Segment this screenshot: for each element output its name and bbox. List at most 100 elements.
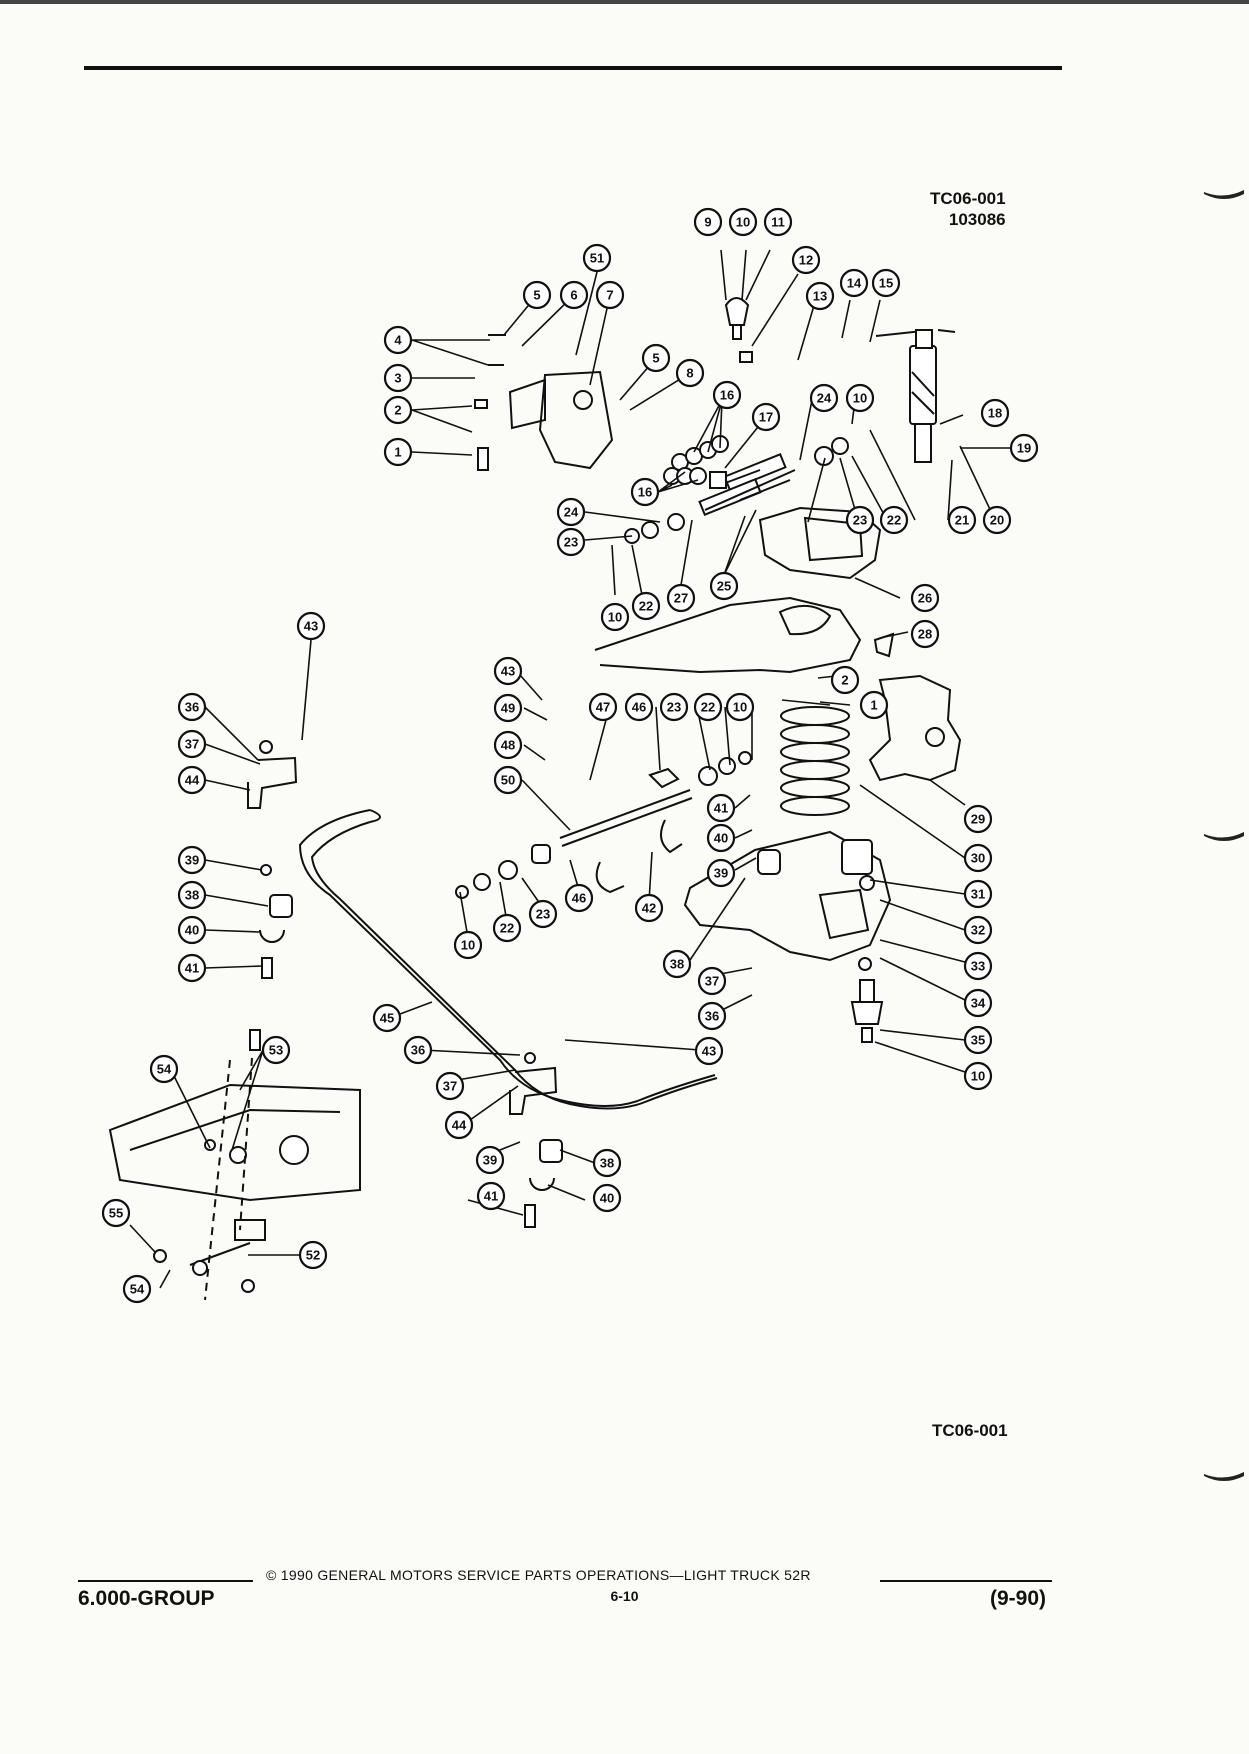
callout-18: 18: [980, 398, 1010, 428]
callout-23b: 23: [845, 505, 875, 535]
svg-text:43: 43: [702, 1044, 716, 1059]
svg-text:35: 35: [971, 1033, 985, 1048]
callout-43c: 43: [694, 1036, 724, 1066]
callout-6: 6: [559, 280, 589, 310]
svg-text:41: 41: [484, 1189, 498, 1204]
svg-text:27: 27: [674, 591, 688, 606]
svg-text:21: 21: [955, 513, 969, 528]
stabilizer-bracket-right: [509, 1052, 563, 1228]
svg-text:55: 55: [109, 1206, 123, 1221]
svg-text:13: 13: [813, 289, 827, 304]
callout-22c: 22: [693, 692, 723, 722]
svg-text:7: 7: [606, 288, 613, 303]
svg-text:16: 16: [638, 485, 652, 500]
callout-20: 20: [982, 505, 1012, 535]
figure-id: TC06-001 103086: [930, 188, 1006, 230]
callout-16: 16: [712, 380, 742, 410]
callout-10e: 10: [453, 930, 483, 960]
svg-text:20: 20: [990, 513, 1004, 528]
svg-text:49: 49: [501, 701, 515, 716]
svg-text:10: 10: [853, 391, 867, 406]
svg-text:45: 45: [380, 1011, 394, 1026]
svg-text:12: 12: [799, 253, 813, 268]
callout-14: 14: [839, 268, 869, 298]
svg-text:51: 51: [590, 251, 604, 266]
callout-53: 53: [261, 1035, 291, 1065]
callout-19: 19: [1009, 433, 1039, 463]
svg-text:54: 54: [157, 1062, 172, 1077]
callout-39: 39: [177, 845, 207, 875]
svg-text:1: 1: [870, 698, 877, 713]
callout-41c: 41: [476, 1181, 506, 1211]
callout-52: 52: [298, 1240, 328, 1270]
callout-22: 22: [879, 505, 909, 535]
callout-34: 34: [963, 988, 993, 1018]
coil-spring: [780, 706, 850, 816]
callout-27: 27: [666, 583, 696, 613]
svg-text:32: 32: [971, 923, 985, 938]
svg-text:8: 8: [686, 366, 693, 381]
footer-page-number: 6-10: [610, 1588, 639, 1604]
callout-1b: 1: [859, 690, 889, 720]
svg-text:10: 10: [608, 610, 622, 625]
svg-text:28: 28: [918, 627, 932, 642]
svg-text:36: 36: [705, 1009, 719, 1024]
callout-40c: 40: [592, 1183, 622, 1213]
binder-mark: [1204, 832, 1244, 841]
part-callouts: 1 2 3 4 5 6 7 5 8 9 10 11 51 12 13 14 15…: [101, 207, 1039, 1304]
svg-text:43: 43: [501, 664, 515, 679]
callout-44: 44: [177, 765, 207, 795]
svg-text:17: 17: [759, 410, 773, 425]
callout-51: 51: [582, 243, 612, 273]
callout-35: 35: [963, 1025, 993, 1055]
svg-text:47: 47: [596, 700, 610, 715]
callout-37b: 37: [697, 966, 727, 996]
callout-23d: 23: [528, 899, 558, 929]
frame-detail-inset: [108, 1029, 361, 1301]
callout-2: 2: [383, 395, 413, 425]
callout-45: 45: [372, 1003, 402, 1033]
svg-text:2: 2: [841, 673, 848, 688]
svg-text:30: 30: [971, 851, 985, 866]
callout-22d: 22: [492, 913, 522, 943]
callout-46b: 46: [564, 883, 594, 913]
callout-13: 13: [805, 281, 835, 311]
svg-text:42: 42: [642, 901, 656, 916]
footer-group: 6.000-GROUP: [78, 1587, 215, 1610]
lower-control-arm: [683, 830, 892, 971]
figure-code-bottom: TC06-001: [932, 1421, 1008, 1440]
page-top-edge: [0, 0, 1249, 4]
callout-41: 41: [177, 953, 207, 983]
svg-text:44: 44: [452, 1118, 467, 1133]
svg-text:26: 26: [918, 591, 932, 606]
svg-text:40: 40: [600, 1191, 614, 1206]
svg-text:46: 46: [632, 700, 646, 715]
callout-4: 4: [383, 325, 413, 355]
shock-absorber: [875, 329, 956, 463]
svg-text:22: 22: [500, 921, 514, 936]
svg-text:39: 39: [185, 853, 199, 868]
svg-text:22: 22: [701, 700, 715, 715]
callout-12: 12: [791, 245, 821, 275]
callout-2b: 2: [830, 665, 860, 695]
svg-text:29: 29: [971, 812, 985, 827]
stabilizer-bracket-left: [247, 740, 298, 979]
callout-30: 30: [963, 843, 993, 873]
callout-44b: 44: [444, 1110, 474, 1140]
svg-text:24: 24: [817, 391, 832, 406]
svg-text:10: 10: [461, 938, 475, 953]
svg-text:44: 44: [185, 773, 200, 788]
svg-text:48: 48: [501, 738, 515, 753]
svg-text:23: 23: [536, 907, 550, 922]
callout-38: 38: [177, 880, 207, 910]
svg-text:38: 38: [670, 957, 684, 972]
callout-10c: 10: [600, 602, 630, 632]
callout-5b: 5: [641, 343, 671, 373]
callout-5: 5: [522, 280, 552, 310]
svg-text:37: 37: [185, 737, 199, 752]
svg-text:10: 10: [733, 700, 747, 715]
callout-24b: 24: [556, 497, 586, 527]
svg-text:38: 38: [600, 1156, 614, 1171]
svg-text:4: 4: [394, 333, 402, 348]
svg-text:43: 43: [304, 619, 318, 634]
